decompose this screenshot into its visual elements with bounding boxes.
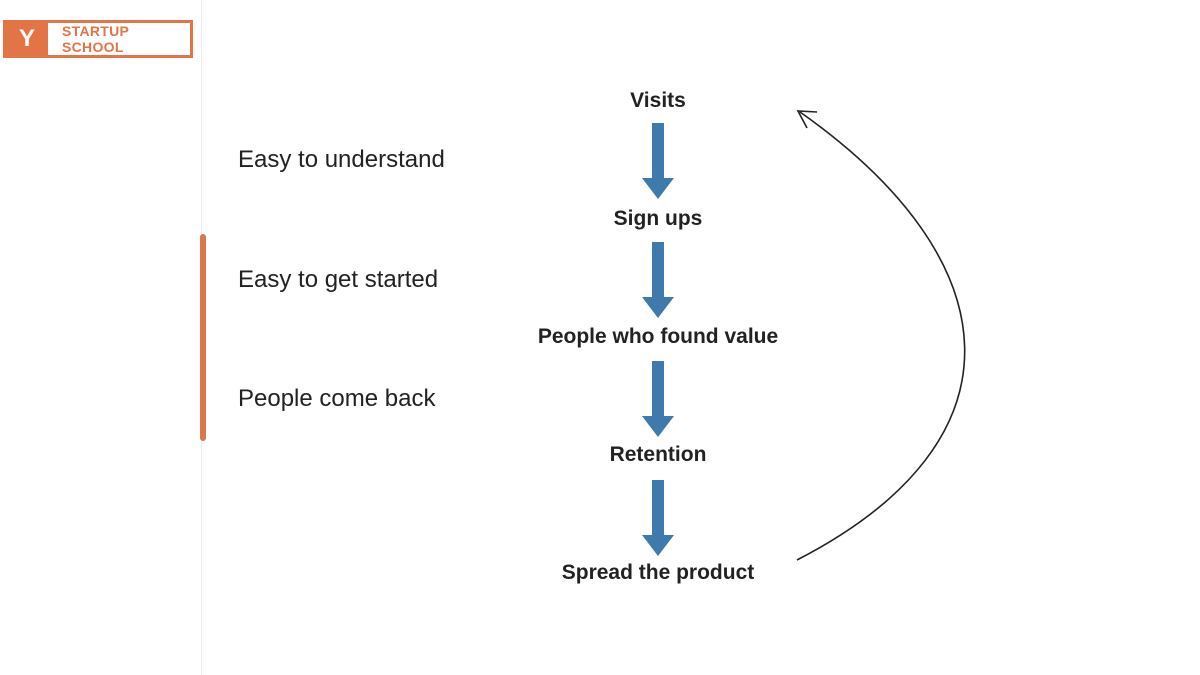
feedback-loop-arrow xyxy=(796,111,966,561)
stage-retention: Retention xyxy=(609,443,707,466)
startup-school-logo: Y STARTUP SCHOOL xyxy=(3,20,193,58)
stage-people-who-found-value: People who found value xyxy=(537,325,779,348)
label-easy-to-understand: Easy to understand xyxy=(238,146,445,173)
y-logo-mark: Y xyxy=(6,23,48,55)
down-arrow-3 xyxy=(642,361,674,437)
logo-wordmark: STARTUP SCHOOL xyxy=(62,23,129,55)
feedback-loop-arrowhead xyxy=(796,110,818,129)
stage-sign-ups: Sign ups xyxy=(613,207,703,230)
down-arrow-2 xyxy=(642,242,674,318)
highlight-bar xyxy=(200,234,206,441)
stage-spread-the-product: Spread the product xyxy=(561,561,755,584)
label-people-come-back: People come back xyxy=(238,385,436,412)
down-arrow-4 xyxy=(642,480,674,556)
stage-visits: Visits xyxy=(630,89,686,112)
down-arrow-1 xyxy=(642,123,674,199)
label-easy-to-get-started: Easy to get started xyxy=(238,266,439,293)
